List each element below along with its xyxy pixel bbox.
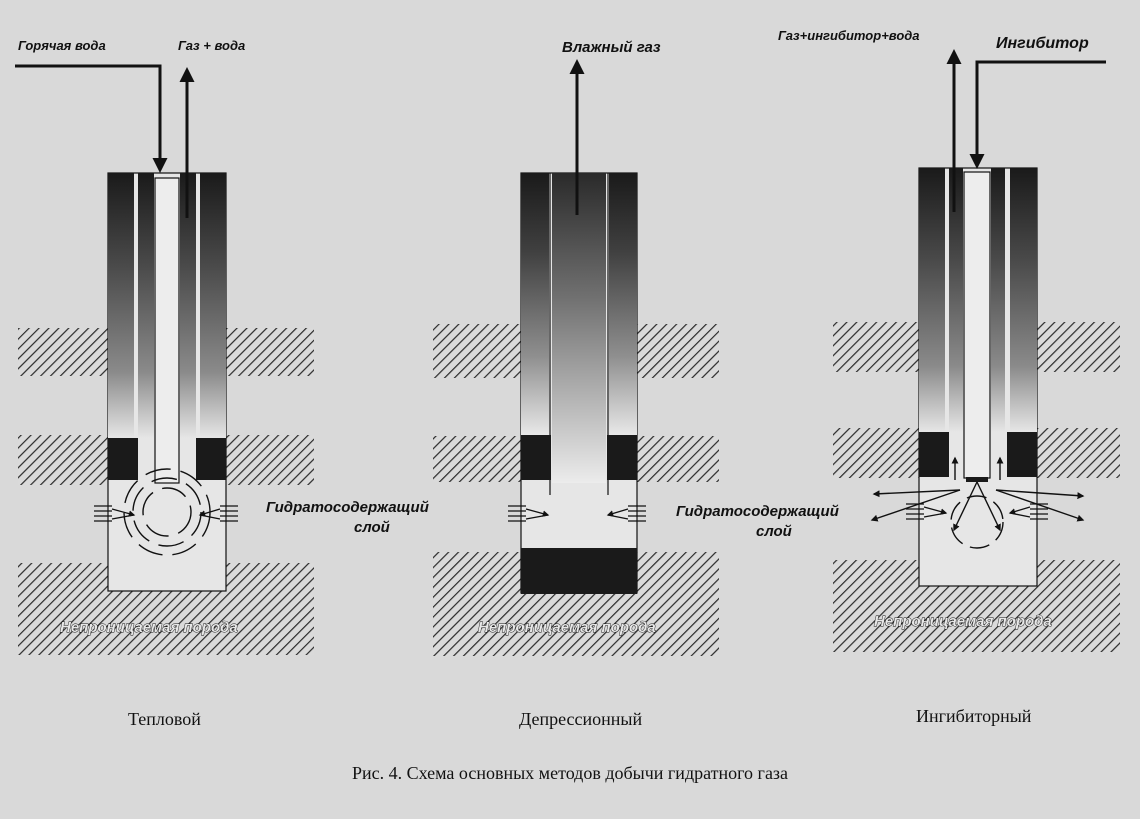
thermal-layer-label-line1: Гидратосодержащий: [266, 499, 429, 516]
inhibitor-layer-label-line1: Гидратосодержащий: [676, 503, 839, 520]
inhibitor-inflow-right: [1008, 503, 1048, 520]
thermal-packer-left: [108, 438, 138, 480]
depression-method-caption: Депрессионный: [519, 709, 643, 729]
inhibitor-packer-right: [1007, 432, 1037, 477]
depression-wet-gas-label: Влажный газ: [562, 39, 661, 56]
thermal-panel: Горячая вода Газ + вода Гидратосодержащи…: [15, 38, 429, 729]
inhibitor-casing-right-inner: [991, 168, 1005, 432]
thermal-hot-water-label: Горячая вода: [18, 38, 106, 53]
thermal-casing-left-inner: [138, 173, 154, 438]
inhibitor-spray-arrows: [870, 456, 1085, 532]
depression-panel: Влажный газ Непроницаемая порода Депресс…: [433, 39, 719, 729]
thermal-casing-left-outer: [108, 173, 134, 438]
thermal-method-caption: Тепловой: [128, 709, 201, 729]
inhibitor-reaction-zone: [950, 495, 1004, 549]
inhibitor-rock-label: Непроницаемая порода: [874, 613, 1052, 630]
figure-caption: Рис. 4. Схема основных методов добычи ги…: [352, 763, 788, 783]
thermal-central-tube: [154, 177, 180, 484]
thermal-gas-water-label: Газ + вода: [178, 38, 245, 53]
thermal-layer-label-line2: слой: [354, 519, 390, 536]
depression-inflow-left: [508, 505, 550, 522]
thermal-rock-label: Непроницаемая порода: [60, 619, 238, 636]
inhibitor-method-caption: Ингибиторный: [916, 706, 1032, 726]
depression-packer-left: [521, 435, 551, 480]
inhibitor-casing-right-outer: [1010, 168, 1037, 432]
inhibitor-inlet-arrow: [969, 60, 1106, 169]
thermal-packer-right: [196, 438, 226, 480]
thermal-casing-right-inner: [180, 173, 196, 438]
inhibitor-panel: Газ+ингибитор+вода Ингибитор Гидратосоде…: [676, 28, 1120, 726]
depression-bottom-plug: [521, 548, 637, 594]
inhibitor-nozzle: [966, 477, 988, 482]
inhibitor-output-label: Газ+ингибитор+вода: [778, 28, 920, 43]
thermal-casing-right-outer: [200, 173, 226, 438]
inhibitor-casing-left-outer: [919, 168, 945, 432]
depression-packer-right: [607, 435, 637, 480]
inhibitor-packer-left: [919, 432, 949, 477]
thermal-hot-water-arrow: [15, 64, 168, 173]
inhibitor-central-tube: [963, 171, 991, 479]
thermal-heat-zone: [123, 468, 211, 556]
depression-rock-label: Непроницаемая порода: [478, 619, 656, 636]
depression-casing-right: [609, 173, 637, 435]
inhibitor-layer-label-line2: слой: [756, 523, 792, 540]
depression-inflow-right: [606, 505, 646, 522]
thermal-inflow-left: [94, 505, 136, 522]
inhibitor-inflow-left: [906, 503, 948, 520]
inhibitor-casing-left-inner: [949, 168, 963, 432]
depression-casing-left: [521, 173, 549, 435]
inhibitor-inhibitor-label: Ингибитор: [996, 35, 1089, 52]
depression-casing-center: [552, 173, 606, 483]
